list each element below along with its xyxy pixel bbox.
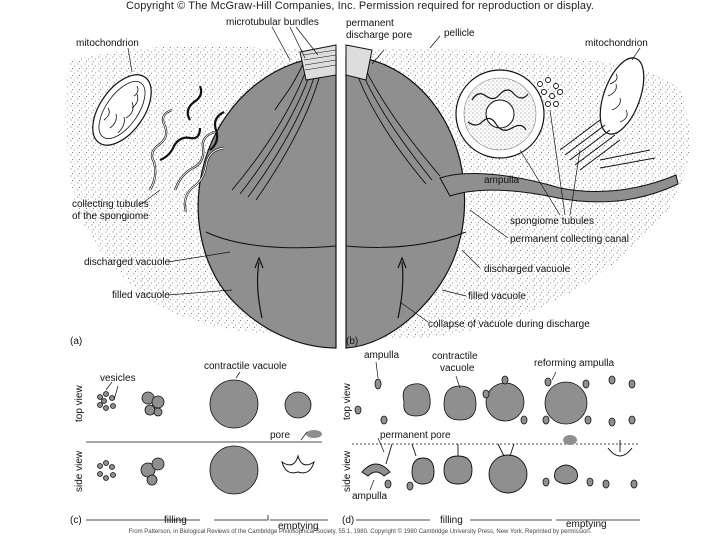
label-mitochondrion-a: mitochondrion	[76, 38, 139, 49]
contractile-vacuole-a	[197, 55, 337, 349]
discharged-vacuole-line-b	[345, 231, 467, 248]
panel-letter-b: (b)	[346, 336, 359, 347]
vesicles-top-c	[97, 391, 116, 411]
label-contractile-d: contractile	[432, 351, 478, 362]
label-pellicle: pellicle	[444, 28, 475, 39]
label-permanent-pore: permanent pore	[380, 430, 451, 441]
pore-emptying-c	[281, 454, 315, 474]
label-microtubular-bundles: microtubular bundles	[226, 17, 319, 28]
label-collapse: collapse of vacuole during discharge	[428, 319, 590, 330]
label-top-view-d: top view	[342, 383, 353, 420]
label-reforming-ampulla: reforming ampulla	[534, 358, 615, 369]
label-ampulla-top-d: ampulla	[364, 350, 400, 361]
ampulla-canal-b	[439, 172, 679, 203]
arrow-b	[397, 261, 404, 319]
label-pore: pore	[270, 430, 291, 441]
label-emptying-c: emptying	[278, 521, 319, 532]
label-of-the-spongiome: of the spongiome	[72, 211, 149, 222]
label-filled-vacuole-a: filled vacuole	[112, 290, 170, 301]
label-vacuole-d: vacuole	[440, 363, 475, 374]
mitochondrion-a	[92, 74, 152, 146]
copyright-notice: Copyright © The McGraw-Hill Companies, I…	[125, 0, 595, 12]
discharged-vacuole-line-a	[205, 231, 337, 249]
label-side-view-c: side view	[74, 450, 85, 492]
label-discharged-vacuole-b: discharged vacuole	[484, 264, 571, 275]
label-contractile-vacuole-c: contractile vacuole	[204, 361, 287, 372]
timeline-brackets	[86, 515, 640, 521]
label-top-view-c: top view	[74, 385, 85, 422]
label-emptying-d: emptying	[566, 519, 607, 530]
panel-c-artwork	[86, 371, 322, 495]
spongiome-tubules-b	[559, 119, 656, 171]
panel-b-artwork	[337, 35, 690, 349]
label-ampulla-bottom-d: ampulla	[352, 491, 388, 502]
spongiome-cross-section-b	[455, 69, 545, 159]
panel-letter-c: (c)	[70, 515, 82, 526]
panel-letter-d: (d)	[342, 515, 355, 526]
panel-a-artwork	[65, 26, 337, 349]
label-mitochondrion-b: mitochondrion	[585, 38, 648, 49]
label-filling-c: filling	[164, 515, 187, 526]
ampullae-top-d	[354, 375, 636, 427]
label-discharged-vacuole-a: discharged vacuole	[84, 257, 171, 268]
label-side-view-d: side view	[342, 450, 353, 492]
label-filling-d: filling	[440, 515, 463, 526]
side-view-shapes-d	[361, 454, 579, 494]
credit-line: From Patterson, in Biological Reviews of…	[128, 529, 592, 535]
contractile-vacuole-b	[345, 55, 466, 349]
panel-d-artwork	[352, 361, 640, 494]
label-spongiome-tubules: spongiome tubules	[510, 216, 594, 227]
label-filled-vacuole-b: filled vacuole	[468, 291, 526, 302]
label-discharge-pore-b: discharge pore	[346, 30, 413, 41]
label-ampulla-b: ampulla	[484, 175, 520, 186]
label-permanent-b: permanent	[346, 18, 394, 29]
mitochondrion-b	[599, 57, 645, 135]
pore-stump-a	[299, 44, 337, 81]
vesicles-side-c	[97, 445, 259, 495]
vesicle-cluster-b	[537, 77, 563, 107]
arrow-a	[256, 261, 263, 319]
label-collecting-tubules: collecting tubules	[72, 199, 149, 210]
label-vesicles: vesicles	[100, 373, 136, 384]
panel-letter-a: (a)	[70, 336, 83, 347]
label-permanent-collecting-canal: permanent collecting canal	[510, 234, 629, 245]
pore-stump-b	[345, 44, 373, 81]
